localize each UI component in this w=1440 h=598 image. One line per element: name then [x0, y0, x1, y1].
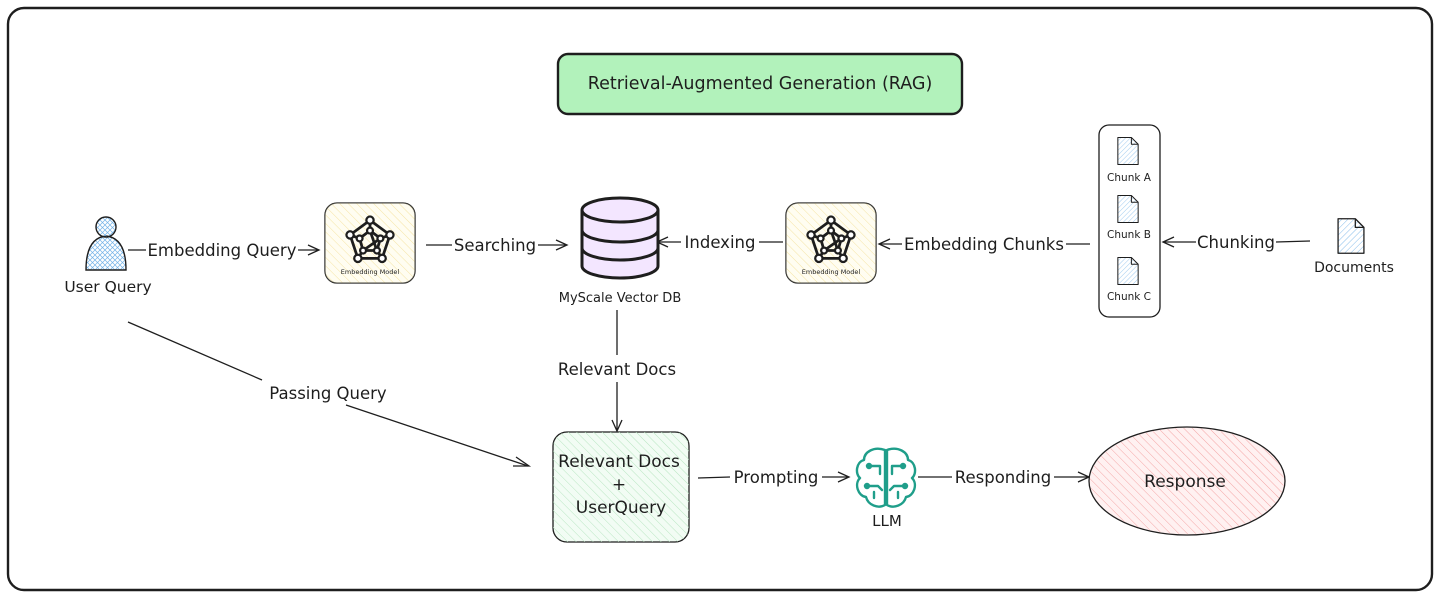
edges: Embedding Query Searching Indexing Embed… — [127, 233, 1311, 487]
edge-label-relevant-docs: Relevant Docs — [558, 360, 676, 379]
vector-db-node: MyScale Vector DB — [559, 196, 682, 306]
user-query-node: User Query — [64, 216, 152, 296]
document-icon — [1117, 256, 1139, 286]
edge-label-passing-query: Passing Query — [269, 384, 387, 403]
response-node: Response — [1088, 426, 1286, 536]
edge-label-embedding-chunks: Embedding Chunks — [904, 235, 1064, 254]
edge-label-prompting: Prompting — [734, 468, 819, 487]
vector-db-label: MyScale Vector DB — [559, 291, 682, 306]
user-icon — [85, 216, 127, 271]
combined-line-1: Relevant Docs — [558, 452, 680, 472]
llm-node: LLM — [855, 447, 917, 530]
chunk-label: Chunk B — [1107, 229, 1151, 241]
edge-label-searching: Searching — [454, 236, 536, 255]
title-box: Retrieval-Augmented Generation (RAG) — [556, 52, 964, 116]
combined-line-3: UserQuery — [576, 498, 666, 518]
response-label: Response — [1144, 472, 1226, 492]
documents-node: Documents — [1314, 218, 1394, 276]
edge-label-responding: Responding — [955, 468, 1052, 487]
edge-label-chunking: Chunking — [1197, 233, 1275, 252]
diagram-title: Retrieval-Augmented Generation (RAG) — [588, 74, 933, 94]
chunk-label: Chunk C — [1107, 291, 1151, 303]
embedding-model-right: Embedding Model — [785, 202, 877, 284]
edge-label-indexing: Indexing — [685, 233, 756, 252]
document-icon — [1117, 136, 1139, 166]
chunk-label: Chunk A — [1107, 172, 1152, 184]
user-query-label: User Query — [64, 278, 151, 296]
llm-label: LLM — [872, 512, 902, 530]
document-icon — [1337, 218, 1365, 254]
combined-line-2: + — [612, 475, 626, 495]
embedding-model-right-label: Embedding Model — [802, 268, 861, 276]
embedding-model-left: Embedding Model — [324, 202, 416, 284]
documents-label: Documents — [1314, 260, 1394, 276]
brain-circuit-icon — [855, 447, 917, 508]
database-icon — [580, 196, 660, 280]
embedding-model-left-label: Embedding Model — [341, 268, 400, 276]
chunks-container: Chunk A Chunk B Chunk C — [1098, 124, 1161, 318]
outer-frame — [6, 6, 1434, 592]
combined-context-box: Relevant Docs + UserQuery — [552, 431, 690, 543]
document-icon — [1117, 194, 1139, 224]
edge-label-embedding-query: Embedding Query — [148, 241, 297, 260]
